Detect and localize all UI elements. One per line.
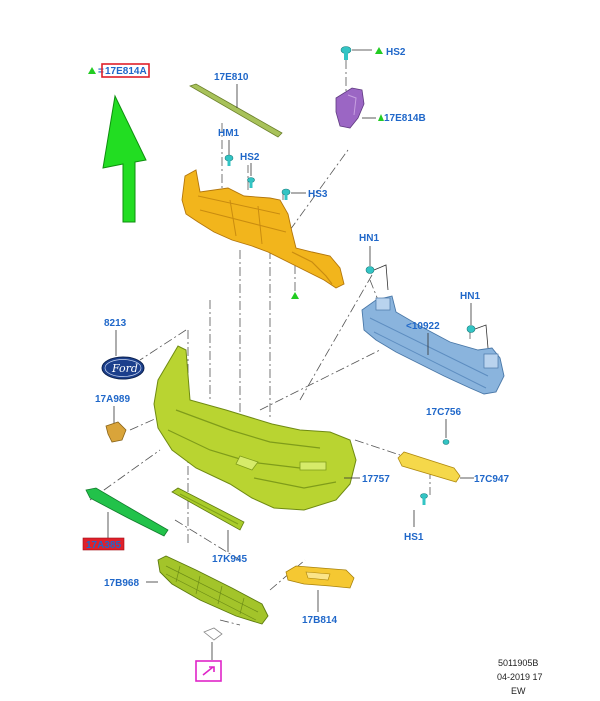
side-bracket-part[interactable]: 17C756 17C947 bbox=[397, 407, 509, 485]
grille-part[interactable]: 17B968 bbox=[104, 555, 269, 625]
label-17A989: 17A989 bbox=[95, 394, 130, 405]
front-direction-arrow bbox=[102, 94, 147, 223]
lower-strip-part[interactable]: 17A385 bbox=[82, 487, 169, 551]
green-triangle-icon bbox=[378, 114, 384, 121]
impact-bar-part[interactable]: <10922 bbox=[361, 295, 505, 395]
green-triangle-icon bbox=[375, 47, 383, 54]
fastener-hm1[interactable]: HM1 bbox=[218, 128, 240, 166]
pointer-icon-box[interactable] bbox=[195, 660, 222, 682]
fastener-hs2-center[interactable]: HS2 bbox=[240, 152, 260, 188]
upper-bracket-part[interactable]: HS2 17E814B bbox=[335, 46, 426, 129]
label-17757: 17757 bbox=[362, 474, 390, 485]
fastener-hn1-left[interactable]: HN1 bbox=[359, 233, 389, 291]
label-17E814B: 17E814B bbox=[384, 113, 426, 124]
upper-reinforcement-part[interactable] bbox=[181, 169, 345, 299]
label-hn1-left: HN1 bbox=[359, 233, 379, 244]
label-17K945: 17K945 bbox=[212, 554, 247, 565]
lower-trim-part[interactable]: 17K945 bbox=[171, 487, 247, 565]
doc-date: 04-2019 17 bbox=[497, 672, 543, 682]
label-17E814A: 17E814A bbox=[105, 66, 147, 77]
red-label-box bbox=[82, 537, 125, 551]
fastener-hn1-right[interactable]: HN1 bbox=[460, 291, 489, 349]
emblem-part[interactable]: 8213 Ford bbox=[101, 318, 145, 380]
label-17E810: 17E810 bbox=[214, 72, 249, 83]
label-hs3: HS3 bbox=[308, 189, 328, 200]
label-hs2-top: HS2 bbox=[386, 47, 406, 58]
ref-17E814A[interactable]: = 17E814A bbox=[88, 63, 150, 78]
svg-text:=: = bbox=[98, 66, 104, 77]
label-17C947: 17C947 bbox=[474, 474, 509, 485]
label-17C756: 17C756 bbox=[426, 407, 461, 418]
red-highlight-box bbox=[101, 63, 150, 78]
label-17B814: 17B814 bbox=[302, 615, 337, 626]
clip-part[interactable]: 17A989 bbox=[95, 394, 130, 443]
footer-info: 5011905B 04-2019 17 EW bbox=[497, 658, 543, 696]
green-triangle-icon bbox=[88, 67, 96, 74]
label-hn1-right: HN1 bbox=[460, 291, 480, 302]
ford-oval-emblem bbox=[101, 356, 145, 380]
fastener-hs3[interactable]: HS3 bbox=[281, 188, 328, 200]
bumper-cover-part[interactable]: 17757 bbox=[153, 345, 390, 511]
doc-id: 5011905B bbox=[498, 658, 538, 668]
diagonal-arrow-icon bbox=[202, 666, 215, 676]
label-hm1: HM1 bbox=[218, 128, 240, 139]
upper-strip-part[interactable]: 17E810 bbox=[189, 72, 283, 138]
label-8213: 8213 bbox=[104, 318, 127, 329]
doc-initials: EW bbox=[511, 686, 526, 696]
green-triangle-icon bbox=[291, 292, 299, 299]
emblem-text: Ford bbox=[111, 362, 138, 375]
label-hs2-center: HS2 bbox=[240, 152, 260, 163]
lamp-bezel-part[interactable]: 17B814 bbox=[285, 565, 355, 626]
label-hs1: HS1 bbox=[404, 532, 424, 543]
label-17B968: 17B968 bbox=[104, 578, 139, 589]
small-clip-part bbox=[203, 627, 223, 660]
fastener-hs1[interactable]: HS1 bbox=[404, 493, 428, 544]
label-10922: <10922 bbox=[406, 321, 440, 332]
label-17A385: 17A385 bbox=[86, 540, 121, 551]
